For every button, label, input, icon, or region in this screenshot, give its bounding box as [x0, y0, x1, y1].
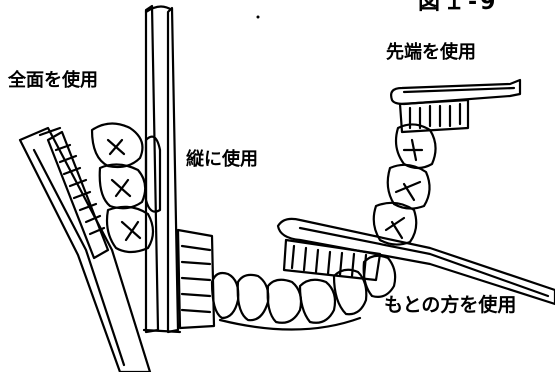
figure-header-text: 図１-9 [418, 0, 498, 14]
right-molars [374, 124, 436, 244]
toothbrush-base [278, 219, 555, 304]
label-tip: 先端を使用 [386, 44, 476, 62]
label-full-surface: 全面を使用 [8, 72, 98, 90]
stray-dot [257, 16, 260, 19]
toothbrush-tip [391, 80, 520, 132]
label-base: もとの方を使用 [384, 296, 516, 315]
label-vertical: 縦に使用 [186, 151, 258, 169]
